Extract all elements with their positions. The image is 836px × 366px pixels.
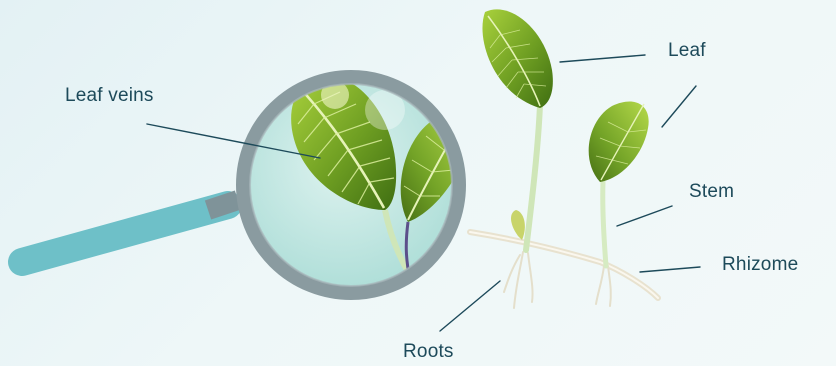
label-roots: Roots [403, 341, 454, 363]
leader-line-stem [617, 206, 672, 226]
leaf-right [589, 102, 649, 182]
sprout [511, 210, 525, 240]
label-leaf: Leaf [668, 40, 706, 62]
leader-line-rhizome [640, 267, 700, 272]
rhizome [470, 232, 658, 298]
label-leaf-veins: Leaf veins [65, 85, 154, 107]
label-stem: Stem [689, 181, 734, 203]
magnifying-glass-icon [22, 76, 494, 293]
leader-line-leaf-1 [560, 55, 645, 62]
leader-line-leaf-2 [662, 86, 696, 127]
leader-line-roots [440, 281, 500, 331]
label-rhizome: Rhizome [722, 254, 798, 276]
leaf-tall [482, 9, 552, 108]
